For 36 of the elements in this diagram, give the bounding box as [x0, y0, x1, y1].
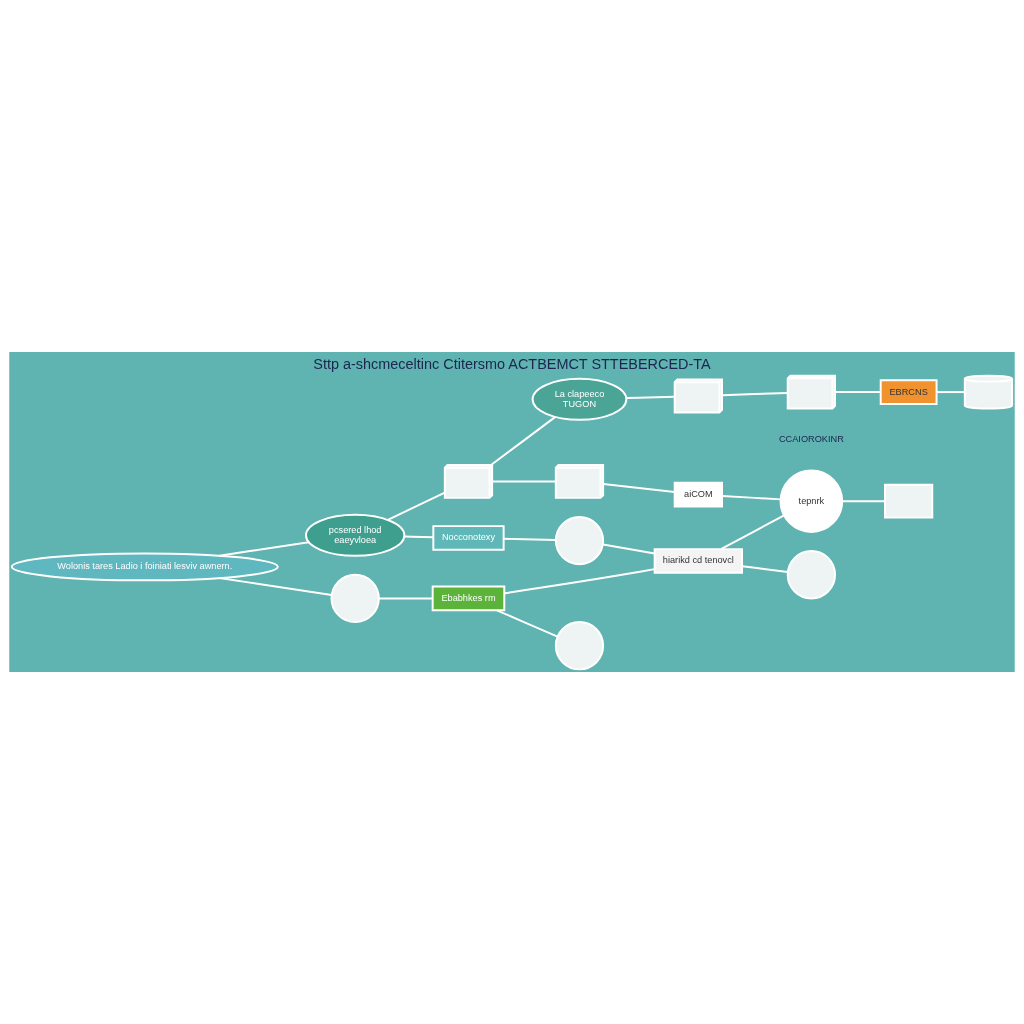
- node-ellipse: pcsered lhod eaeyvloea: [304, 513, 406, 557]
- diagram-title: Sttp a-shcmeceltinc Ctitersmo ACTBEMCT STTEBERCED-TA: [313, 355, 711, 372]
- connector: [495, 609, 559, 638]
- node-box: EBRCNS: [879, 379, 938, 405]
- node-label: CCAIOROKINR: [778, 433, 844, 444]
- connector: [834, 391, 882, 394]
- node-ellipse: La clapeeco TUGON: [531, 377, 628, 421]
- connector: [741, 565, 789, 573]
- connector: [721, 391, 789, 397]
- node-box: Nocconotexy: [432, 525, 505, 551]
- connector: [503, 568, 656, 595]
- connector: [218, 541, 310, 557]
- connector: [625, 395, 676, 399]
- connector: [491, 480, 557, 483]
- connector: [720, 514, 786, 550]
- node-circle: tepnrk: [779, 469, 844, 533]
- connector: [490, 415, 557, 466]
- node-box: hiarikd cd tenovcl: [653, 548, 744, 574]
- node-box: Ebabhkes rm: [431, 585, 506, 612]
- node-circle: [554, 621, 605, 671]
- node-circle: [330, 573, 380, 624]
- connector: [602, 483, 676, 493]
- node-circle: [554, 515, 605, 566]
- connector: [935, 391, 966, 394]
- node-ellipse: Wolonis tares Ladio i foiniati lesviv awnern.: [10, 552, 279, 582]
- node-box: aiCOM: [673, 481, 723, 508]
- connector: [502, 537, 557, 541]
- connector: [721, 494, 782, 501]
- connector: [841, 500, 886, 503]
- connector: [602, 543, 656, 555]
- node-circle: [786, 550, 836, 600]
- connector: [378, 597, 434, 600]
- node-box: [883, 483, 934, 519]
- connector: [403, 535, 435, 539]
- connector: [386, 491, 446, 521]
- connector: [218, 577, 333, 596]
